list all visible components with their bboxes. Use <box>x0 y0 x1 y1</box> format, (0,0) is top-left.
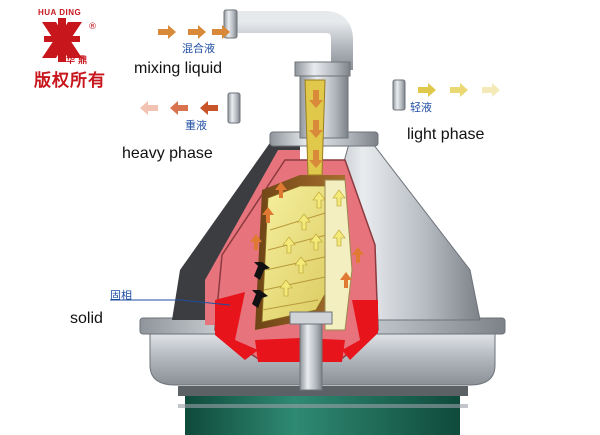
heavy-phase-outlet <box>227 92 300 124</box>
arrow-right-icon <box>450 83 468 97</box>
huading-logo <box>42 18 82 62</box>
arrow-left-icon <box>140 101 158 115</box>
spindle <box>289 311 333 391</box>
copyright-text: 版权所有 <box>34 71 106 91</box>
light-phase-cn-label: 轻液 <box>410 101 432 114</box>
solid-cn-label: 固相 <box>110 289 132 302</box>
arrow-down-icon <box>309 90 323 168</box>
solid-flow-arrows <box>252 262 270 308</box>
registered-mark: ® <box>88 22 97 32</box>
arrow-right-icon <box>418 83 436 97</box>
light-phase-label: light phase <box>407 126 485 143</box>
solid-pointer-line <box>110 299 231 306</box>
arrow-left-icon <box>200 101 218 115</box>
mixing-liquid-arrows <box>158 25 230 39</box>
heavy-phase-arrows <box>140 101 218 115</box>
heavy-flow-arrows <box>250 182 364 288</box>
solid-label: solid <box>70 310 103 327</box>
brand-name-en: HUA DING <box>38 8 82 17</box>
heavy-phase-label: heavy phase <box>122 145 213 162</box>
mixing-liquid-label: mixing liquid <box>134 60 223 77</box>
brand-name-cn: 华 鼎 <box>66 56 88 66</box>
heavy-phase-cn-label: 重液 <box>185 119 207 132</box>
light-phase-outlet <box>345 79 406 111</box>
arrow-right-icon <box>482 83 500 97</box>
arrow-right-icon <box>212 25 230 39</box>
inlet-pipe <box>223 9 353 176</box>
light-phase-arrows <box>418 83 500 97</box>
machine-base <box>178 386 468 435</box>
arrow-right-icon <box>188 25 206 39</box>
arrow-right-icon <box>158 25 176 39</box>
arrow-left-icon <box>170 101 188 115</box>
mixing-liquid-cn-label: 混合液 <box>182 42 215 55</box>
flow-arrows <box>250 90 364 308</box>
arrow-up-icon <box>279 189 346 297</box>
